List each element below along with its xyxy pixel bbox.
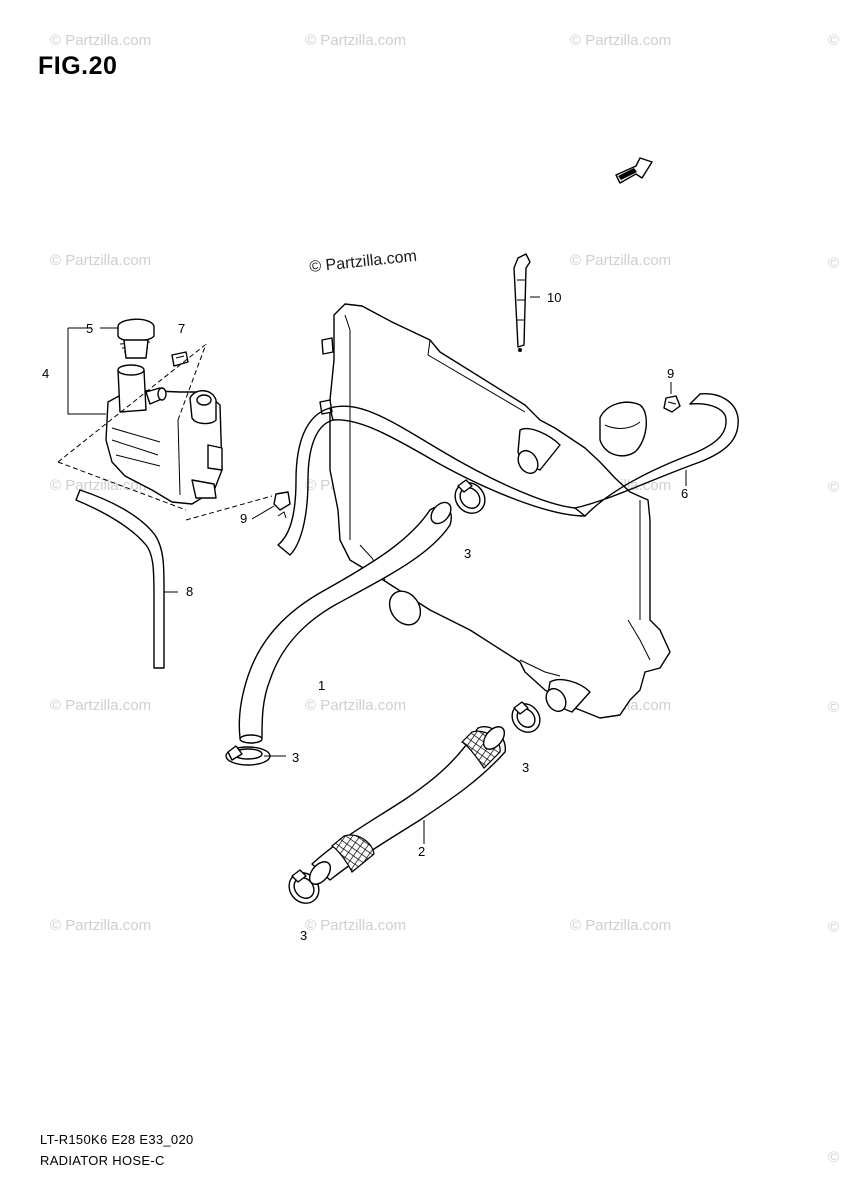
reference-line-tank bbox=[57, 344, 206, 463]
callout-6: 6 bbox=[681, 486, 688, 501]
callout-3: 3 bbox=[522, 760, 529, 775]
hose-clip-part-9-right bbox=[663, 395, 681, 413]
hose-clamp-part-3-lower-left bbox=[225, 745, 271, 766]
watermark-tile: © Partzilla.com bbox=[50, 32, 151, 49]
watermark-edge-mark: © bbox=[828, 919, 839, 936]
breather-hose-part-8 bbox=[75, 489, 165, 669]
hose-clamp-part-3-mid bbox=[511, 701, 541, 733]
watermark-tile: © Partzilla.com bbox=[570, 917, 671, 934]
radiator-body bbox=[319, 303, 671, 719]
callout-1: 1 bbox=[318, 678, 325, 693]
watermark-main: © Partzilla.com bbox=[309, 248, 418, 276]
watermark-tile: © Partzilla.com bbox=[50, 697, 151, 714]
diagram-code: LT-R150K6 E28 E33_020 bbox=[40, 1132, 194, 1147]
hose-clamp-part-3-upper bbox=[454, 479, 486, 514]
reservoir-tank-part-4 bbox=[105, 364, 223, 505]
radiator-hose-part-2 bbox=[308, 726, 506, 885]
watermark-edge-mark: © bbox=[828, 699, 839, 716]
reference-line-tank bbox=[57, 461, 187, 511]
watermark-edge-mark: © bbox=[828, 32, 839, 49]
diagram-name: RADIATOR HOSE-C bbox=[40, 1153, 165, 1168]
watermark-tile: © Partzilla.com bbox=[50, 917, 151, 934]
watermark-edge-mark: © bbox=[828, 479, 839, 496]
watermark-tile: © Partzilla.com bbox=[305, 697, 406, 714]
callout-3: 3 bbox=[464, 546, 471, 561]
callout-5: 5 bbox=[86, 321, 93, 336]
leader-lines bbox=[67, 296, 687, 844]
callout-9: 9 bbox=[240, 511, 247, 526]
watermark-tile: © Partzilla.com bbox=[305, 32, 406, 49]
hose-clip-part-9-left bbox=[273, 491, 291, 519]
watermark-tile: © Partzilla.com bbox=[305, 917, 406, 934]
watermark-tile: © Partzilla.com bbox=[570, 252, 671, 269]
callout-7: 7 bbox=[178, 321, 185, 336]
callout-2: 2 bbox=[418, 844, 425, 859]
watermark-edge-mark: © bbox=[828, 1149, 839, 1166]
callout-labels: 1 2 3 3 3 3 4 5 6 7 8 9 9 10 bbox=[42, 290, 688, 943]
radiator-hose-part-1 bbox=[238, 501, 452, 744]
watermark-tile: © Partzilla.com bbox=[570, 32, 671, 49]
reference-line-clip bbox=[185, 495, 273, 521]
callout-3: 3 bbox=[292, 750, 299, 765]
overflow-hose-part-6 bbox=[277, 393, 739, 556]
callout-3: 3 bbox=[300, 928, 307, 943]
watermark-edge-mark: © bbox=[828, 255, 839, 272]
reservoir-cap-part-5 bbox=[117, 318, 155, 359]
callout-4: 4 bbox=[42, 366, 49, 381]
bolt-part-7 bbox=[171, 351, 189, 367]
callout-9: 9 bbox=[667, 366, 674, 381]
watermark-tile: © Partzilla.com bbox=[50, 477, 151, 494]
forward-arrow-icon bbox=[615, 157, 653, 184]
reference-line-bolt bbox=[177, 343, 207, 421]
callout-10: 10 bbox=[547, 290, 561, 305]
clamp-band-part-10 bbox=[513, 253, 531, 352]
figure-title: FIG.20 bbox=[38, 52, 118, 80]
watermark-tile: © Partzilla.com bbox=[50, 252, 151, 269]
callout-8: 8 bbox=[186, 584, 193, 599]
